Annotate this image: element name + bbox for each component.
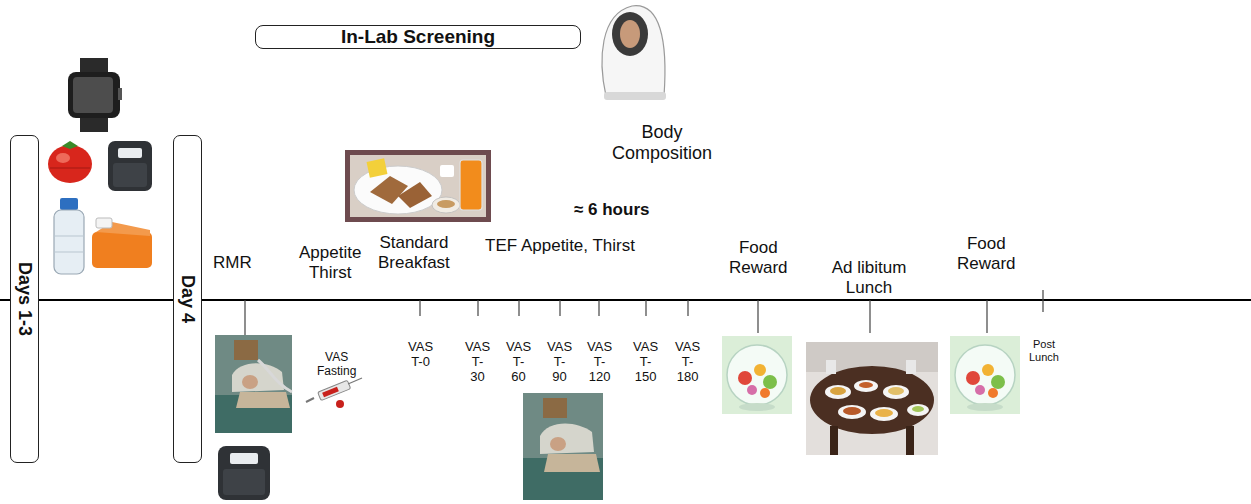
label-holder: VAS T-30 [465, 340, 490, 385]
collection-jug-icon [92, 218, 152, 268]
step-label: Food Reward [957, 234, 1016, 273]
label-holder: Ad libitum Lunch [819, 258, 919, 297]
timepoint-label: VAS T-60 [506, 340, 531, 385]
label-holder: TEF Appetite, Thirst [485, 236, 635, 256]
timepoint-label: VAS Fasting [317, 351, 356, 379]
box-text: In-Lab Screening [341, 26, 495, 48]
step-label: Standard Breakfast [378, 233, 450, 272]
watch-icon [68, 58, 122, 132]
step-label: RMR [213, 253, 252, 273]
duration-label: ≈ 6 hours [574, 200, 649, 220]
label-holder: Food Reward [957, 234, 1016, 273]
step-label: Food Reward [729, 238, 788, 277]
timepoint-label: VAS T-0 [408, 340, 433, 370]
tick-marks [245, 290, 1043, 335]
timepoint-label: VAS T-150 [633, 340, 658, 385]
day-band: Days 1-3 [10, 135, 39, 463]
label-holder: VAS Fasting [317, 351, 356, 379]
label-holder: ≈ 6 hours [574, 200, 649, 220]
tef-photo [523, 393, 603, 500]
day-band: Day 4 [173, 135, 202, 463]
label-holder: Appetite Thirst [299, 243, 361, 282]
label-holder: VAS T-60 [506, 340, 531, 385]
label-holder: Post Lunch [1029, 338, 1059, 363]
timepoint-label: VAS T-30 [465, 340, 490, 385]
syringe-icon [306, 378, 362, 408]
process-label: Body Composition [612, 122, 712, 163]
box-text: Day 4 [177, 275, 198, 323]
breakfast-photo [345, 150, 491, 222]
food-reward-image [950, 336, 1020, 414]
rmr-photo [215, 335, 292, 433]
scale-icon [218, 446, 270, 500]
timepoint-label: VAS T-90 [547, 340, 572, 385]
label-holder: RMR [213, 253, 252, 273]
step-label: Appetite Thirst [299, 243, 361, 282]
box-text: Days 1-3 [14, 262, 35, 336]
tomato-timer-icon [48, 141, 92, 183]
bodpod-icon [602, 6, 666, 100]
step-label: Ad libitum Lunch [819, 258, 919, 297]
label-holder: VAS T-180 [675, 340, 700, 385]
label-holder: VAS T-0 [408, 340, 433, 370]
timepoint-label: VAS T-120 [587, 340, 612, 385]
label-holder: VAS T-90 [547, 340, 572, 385]
label-holder: VAS T-150 [633, 340, 658, 385]
timepoint-label: VAS T-180 [675, 340, 700, 385]
label-holder: VAS T-120 [587, 340, 612, 385]
label-holder: Body Composition [612, 122, 712, 163]
step-label: TEF Appetite, Thirst [485, 236, 635, 256]
label-holder: Food Reward [729, 238, 788, 277]
timepoint-label: Post Lunch [1029, 338, 1059, 363]
lunch-photo [806, 342, 938, 455]
scale-icon [108, 141, 152, 191]
phase-box: In-Lab Screening [255, 25, 581, 49]
label-holder: Standard Breakfast [378, 233, 450, 272]
water-bottle-icon [54, 198, 84, 274]
food-reward-image [722, 336, 792, 414]
